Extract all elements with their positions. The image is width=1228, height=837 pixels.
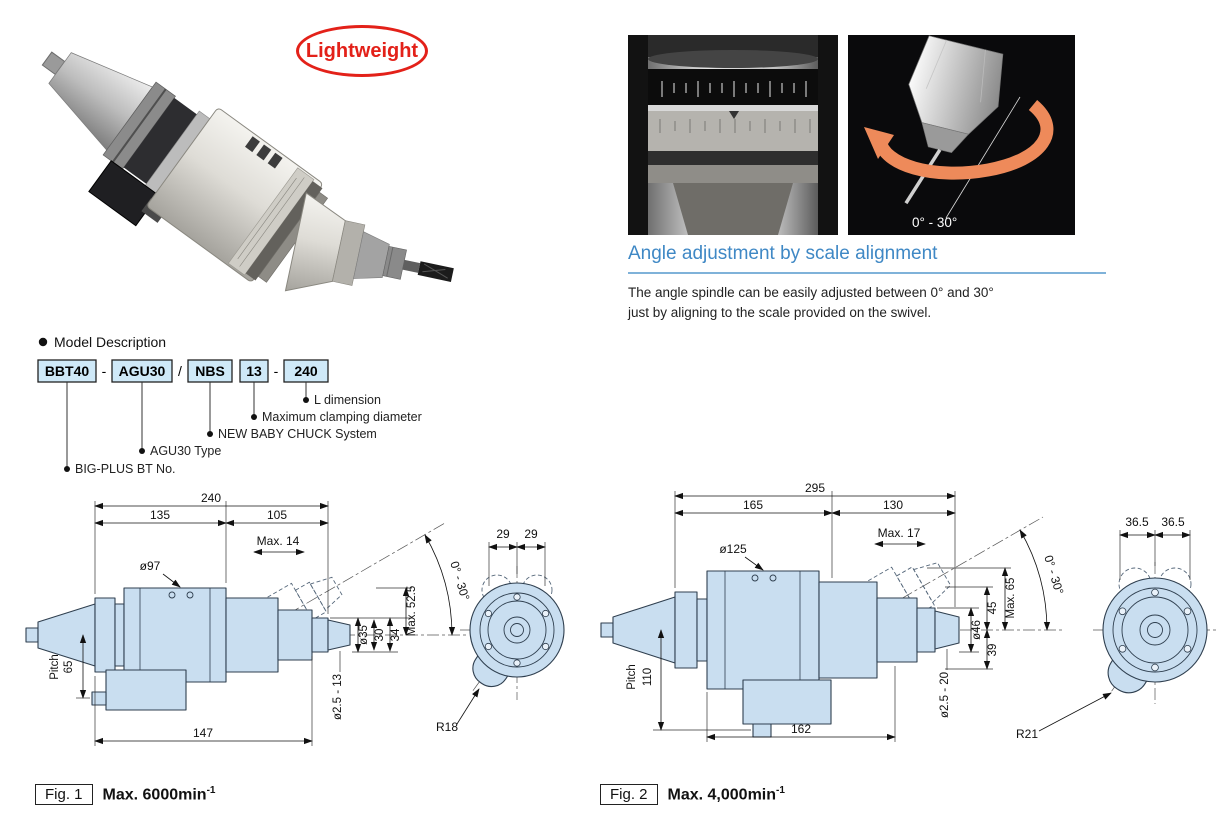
fig2-front-view: 36.5 36.5 R21	[1016, 515, 1219, 741]
fig1-dim-34: 34	[390, 628, 402, 641]
fig2-caption: Fig. 2 Max. 4,000min-1	[600, 784, 785, 805]
model-code-slash: /	[178, 363, 182, 379]
fig1-caption: Fig. 1 Max. 6000min-1	[35, 784, 215, 805]
fig2-dim-length-lower: 162	[791, 722, 811, 736]
fig2-dim-pitch-label: Pitch	[626, 664, 638, 690]
fig2-dim-clamp-range: ø2.5 - 20	[939, 672, 951, 718]
fig1-dim-pitch-label: Pitch	[49, 654, 61, 680]
fig2-dim-max-height: Max. 65	[1005, 578, 1017, 619]
fig1-side-view	[25, 522, 468, 711]
fig2-max-speed: Max. 4,000min-1	[667, 784, 785, 804]
angle-adjustment-section: Angle adjustment by scale alignment The …	[628, 243, 1106, 322]
fig1-max-speed: Max. 6000min-1	[102, 784, 216, 804]
fig1-technical-drawing: 240 135 105 Max. 14 ø97 0° - 30° ø35 30 …	[25, 491, 565, 746]
fig1-dim-nut-dia: ø35	[358, 625, 370, 645]
fig1-dim-max-height: Max. 52.5	[406, 586, 418, 637]
fig2-label: Fig. 2	[600, 784, 658, 805]
product-photo	[41, 51, 454, 292]
scale-band	[648, 69, 818, 105]
fig2-side-view	[600, 516, 1065, 738]
fig1-dim-body-dia: ø97	[140, 559, 161, 573]
section-heading: Angle adjustment by scale alignment	[628, 243, 938, 264]
rotation-photo: 0° - 30°	[848, 35, 1075, 235]
fig1-dim-front-left: 29	[496, 527, 510, 541]
fig2-dim-front-right: 36.5	[1161, 515, 1185, 529]
model-code-separator: -	[102, 363, 107, 379]
section-rule	[628, 272, 1106, 274]
spindle-illustration	[904, 35, 1004, 205]
fig2-dim-39: 39	[987, 644, 999, 657]
fig1-dim-pitch-value: 65	[63, 661, 75, 674]
model-code-separator2: -	[274, 363, 279, 379]
callout-max-clamping: Maximum clamping diameter	[262, 410, 422, 424]
callout-l-dimension: L dimension	[314, 393, 381, 407]
fig2-technical-drawing: 295 165 130 Max. 17 ø125 0° - 30° ø46 45…	[600, 481, 1219, 742]
callout-agu30-type: AGU30 Type	[150, 444, 221, 458]
model-code-chuck: NBS	[195, 363, 225, 379]
fig2-dim-pitch-value: 110	[642, 668, 654, 686]
section-body-line2: just by aligning to the scale provided o…	[628, 304, 932, 320]
model-description: Model Description BBT40 - AGU30 / NBS 13…	[37, 334, 422, 476]
fig1-dim-seg-right: 105	[267, 508, 287, 522]
fig1-dim-radius: R18	[436, 720, 458, 734]
fig2-dim-radius: R21	[1016, 727, 1038, 741]
fig1-dim-front-right: 29	[524, 527, 538, 541]
callout-chuck-system: NEW BABY CHUCK System	[218, 427, 377, 441]
fig2-dim-body-dia: ø125	[719, 542, 747, 556]
fig1-dim-total: 240	[201, 491, 221, 505]
fig2-dim-seg-right: 130	[883, 498, 903, 512]
rotation-arrow	[873, 100, 1054, 180]
fig1-front-view: 29 29 R18	[436, 527, 565, 734]
fig2-dim-nut-dia: ø46	[971, 620, 983, 640]
fig1-label: Fig. 1	[35, 784, 93, 805]
fig2-dim-angle: 0° - 30°	[1041, 554, 1066, 597]
angle-head-tool-illustration	[41, 51, 454, 292]
fig1-dim-clamp-range: ø2.5 - 13	[332, 674, 344, 720]
fig2-dim-total: 295	[805, 481, 825, 495]
photo-angle-label: 0° - 30°	[912, 215, 957, 230]
scale-photo	[628, 35, 838, 235]
model-description-title: Model Description	[54, 334, 166, 350]
fig1-dim-seg-left: 135	[150, 508, 170, 522]
model-code-diameter: 13	[246, 363, 262, 379]
section-body-line1: The angle spindle can be easily adjusted…	[628, 285, 994, 300]
fig2-dim-max-travel: Max. 17	[878, 526, 921, 540]
fig1-dim-max-travel: Max. 14	[257, 534, 300, 548]
callout-bt-no: BIG-PLUS BT No.	[75, 462, 176, 476]
fig1-dim-angle: 0° - 30°	[447, 560, 472, 603]
model-code-shank: BBT40	[45, 363, 90, 379]
engraved-scale-band	[648, 111, 818, 151]
lightweight-badge-label: Lightweight	[305, 39, 419, 62]
model-code-length: 240	[294, 363, 318, 379]
fig2-dim-front-left: 36.5	[1125, 515, 1149, 529]
lightweight-badge: Lightweight	[296, 25, 428, 77]
fig2-dim-45: 45	[987, 602, 999, 615]
fig1-dim-length-lower: 147	[193, 726, 213, 740]
fig2-dim-seg-left: 165	[743, 498, 763, 512]
fig1-dim-30: 30	[374, 629, 386, 642]
model-code-type: AGU30	[119, 363, 166, 379]
